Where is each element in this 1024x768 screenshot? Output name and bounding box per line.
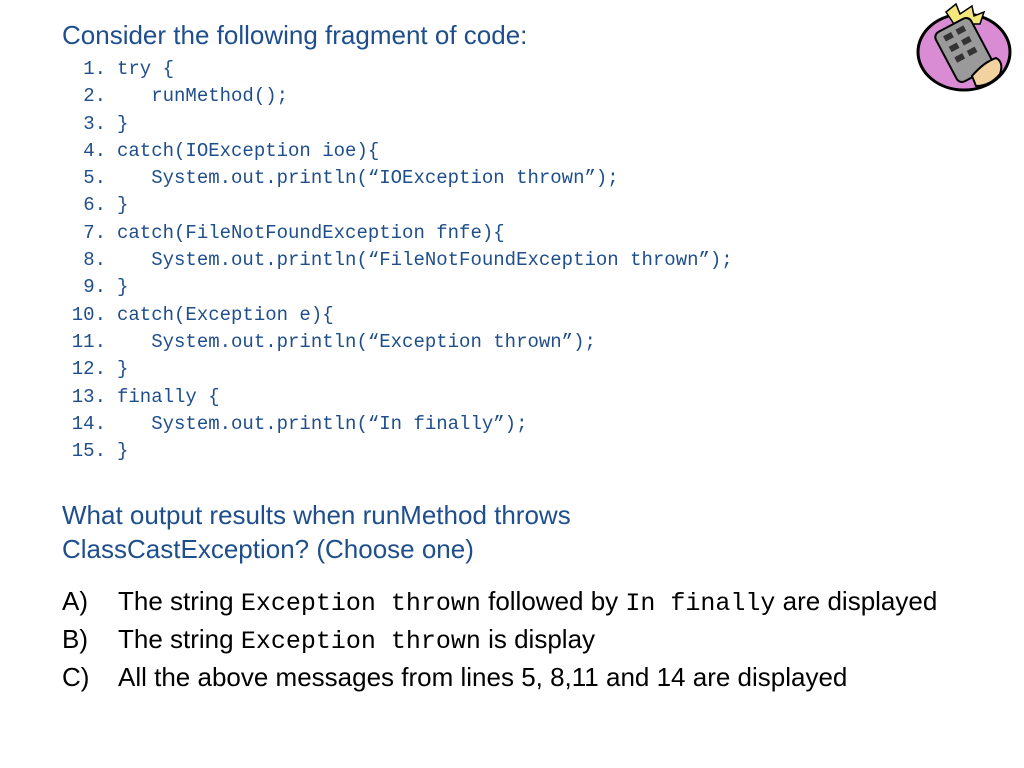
code-line-number: 12. <box>71 358 106 381</box>
code-line-text: } <box>117 358 129 381</box>
answer-option: B) The string Exception thrown is display <box>62 624 962 657</box>
option-text: The string Exception thrown is display <box>118 624 962 657</box>
code-line-number: 15. <box>71 440 106 463</box>
code-line-text: System.out.println(“FileNotFoundExceptio… <box>117 249 733 272</box>
code-line-number: 5. <box>83 167 106 190</box>
code-block: 1.try {2. runMethod();3.}4.catch(IOExcep… <box>62 56 733 465</box>
option-text-part: The string <box>118 624 241 654</box>
answer-option: A) The string Exception thrown followed b… <box>62 586 962 619</box>
remote-control-icon <box>916 2 1012 92</box>
page-title: Consider the following fragment of code: <box>62 20 528 50</box>
option-letter: C) <box>62 662 90 692</box>
code-line-number: 4. <box>83 139 106 162</box>
question-text: What output results when runMethod throw… <box>62 500 571 564</box>
code-line-text: System.out.println(“In finally”); <box>117 412 528 435</box>
code-line: 12.} <box>62 356 733 383</box>
code-line-text: try { <box>117 58 175 80</box>
code-line: 3.} <box>62 111 733 138</box>
code-line: 15.} <box>62 438 733 465</box>
code-line-number: 3. <box>83 112 106 135</box>
option-text-part: is display <box>480 624 596 654</box>
code-line: 9.} <box>62 274 733 301</box>
answer-options: A) The string Exception thrown followed b… <box>62 586 962 698</box>
option-code-snippet: In finally <box>625 589 776 618</box>
code-line-text: System.out.println(“IOException thrown”)… <box>117 167 619 190</box>
code-line-text: } <box>117 276 129 299</box>
code-line-number: 8. <box>83 249 106 272</box>
code-line-number: 14. <box>71 412 106 435</box>
code-line-text: } <box>117 194 129 217</box>
option-code-snippet: Exception thrown <box>240 627 481 656</box>
code-line-text: runMethod(); <box>117 85 289 108</box>
code-line: 5. System.out.println(“IOException throw… <box>62 165 733 192</box>
code-line: 7. catch(FileNotFoundException fnfe){ <box>62 220 733 247</box>
code-line: 6.} <box>62 192 733 219</box>
option-code-snippet: Exception thrown <box>240 589 481 618</box>
option-letter: A) <box>62 586 88 616</box>
code-line-number: 13. <box>71 385 106 408</box>
code-line-number: 1. <box>83 58 106 80</box>
option-text-part: The string <box>118 586 241 616</box>
code-line: 2. runMethod(); <box>62 83 733 110</box>
code-line: 14. System.out.println(“In finally”); <box>62 411 733 438</box>
code-line: 10. catch(Exception e){ <box>62 302 733 329</box>
option-text-part: followed by <box>480 586 626 616</box>
code-line-number: 10. <box>71 303 106 326</box>
code-line-text: } <box>117 440 129 463</box>
code-line: 1. try { <box>62 56 733 83</box>
answer-option: C) All the above messages from lines 5, 8… <box>62 662 962 693</box>
option-text-part: are displayed <box>775 586 938 616</box>
code-line-text: System.out.println(“Exception thrown”); <box>117 330 596 353</box>
code-line-text: catch(IOException ioe){ <box>117 139 380 162</box>
option-text: The string Exception thrown followed by … <box>118 586 962 619</box>
code-line-number: 2. <box>83 85 106 108</box>
code-line-number: 9. <box>83 276 106 299</box>
option-text-part: All the above messages from lines 5, 8,1… <box>118 662 848 692</box>
code-line-text: catch(FileNotFoundException fnfe){ <box>117 221 505 244</box>
code-line-text: } <box>117 112 129 135</box>
code-line-text: catch(Exception e){ <box>117 303 334 326</box>
code-line: 4. catch(IOException ioe){ <box>62 138 733 165</box>
code-line: 13. finally { <box>62 384 733 411</box>
code-line-number: 6. <box>83 194 106 217</box>
option-text: All the above messages from lines 5, 8,1… <box>118 662 962 693</box>
code-line: 8. System.out.println(“FileNotFoundExcep… <box>62 247 733 274</box>
code-line-number: 11. <box>71 330 106 353</box>
code-line-text: finally { <box>117 385 220 408</box>
code-line-number: 7. <box>83 221 106 244</box>
code-line: 11. System.out.println(“Exception thrown… <box>62 329 733 356</box>
option-letter: B) <box>62 624 88 654</box>
